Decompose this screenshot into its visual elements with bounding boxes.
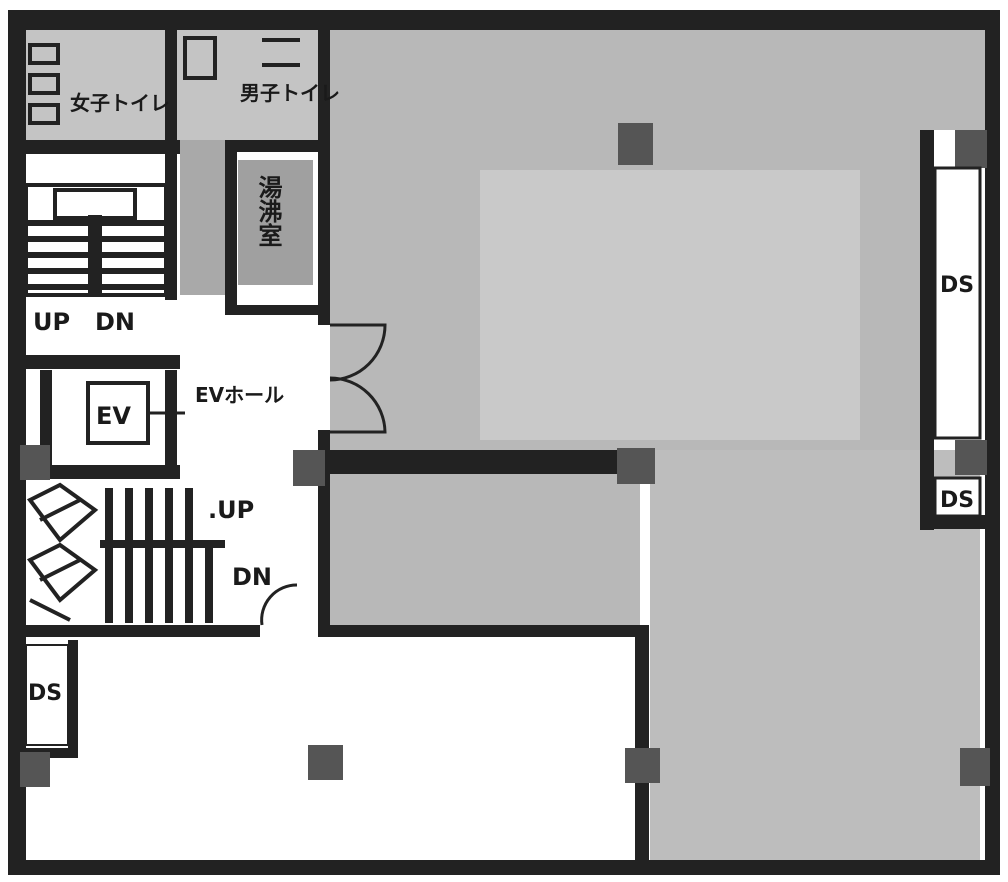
stair-tread [185,488,193,623]
ds-shaft-upper [933,166,982,440]
label-womens-toilet: 女子トイレ [70,91,170,115]
stair-tread [165,488,173,623]
stair-upper [24,183,168,297]
rental-area-right-strip [930,30,985,130]
door-swing-stair [260,583,298,626]
labels: 女子トイレ 男子トイレ 湯沸室 UP DN EV EVホール DS DS DS … [28,81,974,706]
label-kitchenette: 湯沸室 [254,175,282,247]
double-door [329,323,387,434]
elevator-car [86,381,150,445]
wall-lower-top [318,625,648,637]
wall-ev-bottom [20,465,180,479]
wall-top [8,10,998,30]
wall-ds-right-bottom [920,515,990,529]
wall-stair-bottom [20,355,180,369]
door-swing-lower [329,376,387,434]
label-ds-right-upper: DS [940,273,974,298]
column [955,130,987,168]
stair-center-wall [88,215,102,295]
wall-ev-right [165,370,177,475]
ds-shaft-right [933,166,982,518]
column [20,445,50,480]
wall-mens-bottom [228,140,328,152]
label-stair2-up: .UP [208,496,254,524]
label-ds-right-lower: DS [940,488,974,513]
ds-shaft-lower [933,476,982,518]
column [960,748,990,786]
stair-tread [145,488,153,623]
wall-left [8,10,26,875]
rental-area-highlight [480,170,860,440]
label-stair-dn: DN [95,308,135,336]
stair-winder-lines [29,498,81,622]
wall-kitchen-left [225,140,237,315]
kitchenette-gray [238,160,313,285]
elevator [86,381,185,445]
column [625,748,660,783]
wall-partition [300,450,655,474]
stair-mid-wall [100,540,225,548]
wall-stair2-bottom [20,625,260,637]
wall-bottom [8,860,998,875]
stair-lower [26,482,225,623]
columns [20,123,990,787]
stair-landing [53,188,137,220]
wall-core-right [318,30,330,325]
column [308,745,343,780]
toilet-fixtures [28,36,300,125]
rental-area-mid [330,470,640,630]
label-stair-up: UP [33,308,70,336]
ds-shaft-left [25,644,69,746]
column [617,448,655,484]
outer-walls [8,10,1000,875]
toilet-fixture [183,36,217,80]
label-ev-hall: EVホール [195,383,284,407]
toilet-fixture [28,43,60,65]
wall-right [985,10,1000,875]
label-stair2-dn: DN [232,563,272,591]
rental-area [330,30,985,860]
wall-toilet-bottom [20,140,180,154]
toilet-fixture [28,73,60,95]
stair-tread [205,548,213,623]
wall-ds-right [920,130,934,530]
elevator-door-mark [150,398,185,428]
stair-tread [125,488,133,623]
rental-area-lower-right-edge [930,530,980,860]
stair-tread [105,488,113,623]
toilet-fixture [28,103,60,125]
stair-winder [26,482,99,603]
wall-lower-right [635,625,649,865]
column [618,123,653,165]
urinal [262,38,300,67]
wall-ds-left [68,640,78,755]
column [955,440,987,475]
label-mens-toilet: 男子トイレ [240,81,340,105]
label-ev: EV [96,402,131,430]
wall-kitchen-bottom [225,305,325,315]
column [293,450,325,486]
label-ds-left: DS [28,681,62,706]
column [20,752,50,787]
